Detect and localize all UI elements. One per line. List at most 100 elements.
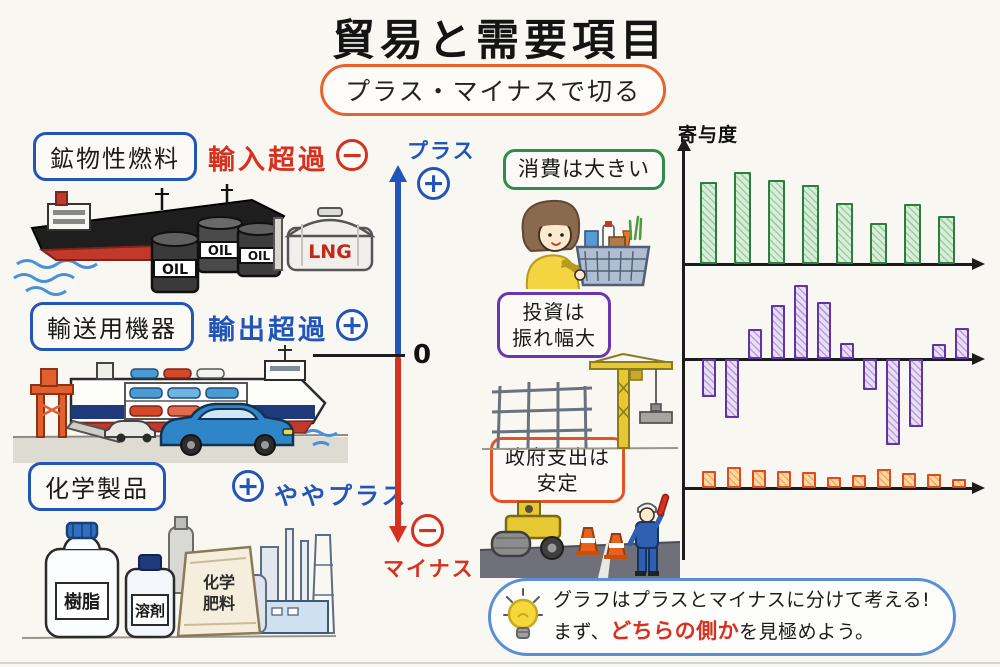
svg-text:溶剤: 溶剤 [135, 602, 165, 620]
small-car-icon [104, 420, 156, 443]
status-import-excess: 輸入超過 [208, 145, 328, 176]
shopping-basket-icon [575, 245, 651, 287]
chart-axis-up-arrow-icon [677, 138, 691, 151]
right-arrow-icon [972, 482, 985, 494]
bubble-investment: 投資は 振れ幅大 [497, 292, 611, 358]
ground-line [0, 662, 1000, 664]
svg-text:LNG: LNG [308, 241, 352, 263]
blue-car-icon [159, 402, 295, 456]
investment-bar [725, 359, 739, 418]
plus-badge-icon: + [336, 309, 368, 341]
zero-tick-line [313, 354, 405, 357]
status-export-excess: 輸出超過 [208, 315, 328, 346]
bubble-investment-line1: 投資は [522, 300, 586, 324]
resin-bottle-icon: 樹脂 [44, 521, 120, 639]
investment-bar [748, 329, 762, 359]
zero-label: 0 [413, 340, 432, 370]
right-arrow-icon [972, 258, 985, 270]
road-surface [480, 542, 680, 578]
consumption-bar [802, 185, 819, 264]
bubble-consumption-text: 消費は大きい [518, 157, 650, 181]
contribution-axis-label: 寄与度 [678, 124, 739, 146]
government-bar [727, 467, 741, 488]
consumption-bar [734, 172, 751, 264]
investment-bar [932, 344, 946, 359]
note-line2-post: を見極めよう。 [739, 621, 875, 644]
construction-illustration [481, 353, 679, 450]
investment-bar [794, 285, 808, 359]
investment-bar [955, 328, 969, 359]
government-bar [777, 471, 791, 488]
government-bar [827, 477, 841, 488]
oil-barrel-icon: OIL [236, 222, 282, 278]
road-roller-icon [490, 501, 564, 560]
label-mineral-fuels: 鉱物性燃料 [33, 132, 197, 181]
up-arrow-icon [389, 165, 407, 182]
svg-text:樹脂: 樹脂 [64, 591, 100, 613]
tower-crane-icon [589, 353, 673, 449]
investment-bar [771, 305, 785, 359]
lightbulb-icon [503, 588, 543, 639]
chart-vertical-axis [682, 148, 685, 560]
investment-bar [840, 343, 854, 359]
down-arrow-icon [389, 526, 407, 543]
investment-bar [909, 359, 923, 427]
right-arrow-icon [972, 353, 985, 365]
status-slightly-plus: ややプラス [274, 482, 409, 510]
government-bar [952, 479, 966, 488]
note-line2: まず、どちらの側かを見極めよう。 [553, 615, 930, 648]
fertilizer-bag-icon: 化学 肥料 [176, 545, 262, 638]
government-bar [902, 473, 916, 488]
note-cloud: グラフはプラスとマイナスに分けて考える! まず、どちらの側かを見極めよう。 [488, 578, 956, 656]
consumption-bar [700, 182, 717, 264]
note-line1: グラフはプラスとマイナスに分けて考える! [553, 589, 931, 611]
investment-bar [863, 359, 877, 390]
lng-tank-icon: LNG [273, 207, 376, 272]
oil-barrel-icon: OIL [196, 216, 244, 274]
svg-text:OIL: OIL [162, 262, 188, 278]
consumption-bar [768, 180, 785, 264]
note-line2-highlight: どちらの側か [610, 619, 740, 644]
consumption-axis [684, 263, 974, 266]
consumption-bar [938, 216, 955, 264]
investment-bar [817, 302, 831, 359]
oil-tanker-illustration: OIL OIL OIL LNG [13, 184, 376, 296]
government-axis [684, 487, 974, 490]
roadwork-illustration [480, 493, 680, 578]
dock-crane-icon [30, 368, 74, 438]
axis-positive-segment [395, 180, 401, 356]
government-bar [802, 472, 816, 488]
consumption-bar [904, 204, 921, 264]
bubble-consumption: 消費は大きい [503, 149, 665, 191]
car-carrier-illustration [13, 345, 348, 463]
minus-badge-icon: − [336, 139, 368, 171]
bubble-government-line2: 安定 [536, 471, 579, 495]
axis-negative-segment [395, 356, 401, 528]
government-bar [852, 475, 866, 488]
subtitle-bubble: プラス・マイナスで切る [320, 64, 667, 116]
axis-minus-badge-icon: − [411, 514, 444, 547]
plus-badge-icon: + [232, 470, 264, 502]
government-bar [702, 471, 716, 488]
solvent-bottle-icon: 溶剤 [124, 554, 176, 639]
government-bar [927, 474, 941, 488]
page-title: 貿易と需要項目 [332, 16, 668, 66]
axis-minus-label: マイナス [383, 557, 475, 581]
traffic-cone-icon [576, 527, 628, 559]
building-frame-icon [491, 381, 593, 449]
oil-barrel-icon: OIL [150, 231, 200, 294]
shopper-illustration [521, 199, 651, 290]
axis-plus-badge-icon: + [417, 167, 450, 200]
svg-text:肥料: 肥料 [203, 594, 235, 613]
label-transport-equipment: 輸送用機器 [30, 302, 194, 351]
traffic-worker-icon [627, 493, 670, 576]
investment-bar [886, 359, 900, 445]
government-bar [752, 470, 766, 488]
government-bar [877, 469, 891, 488]
label-chemical-products: 化学製品 [28, 462, 166, 511]
svg-text:OIL: OIL [248, 249, 271, 263]
axis-plus-label: プラス [407, 139, 476, 163]
svg-text:化学: 化学 [203, 573, 235, 592]
chemical-products-illustration: 樹脂 溶剤 化学 肥料 [21, 516, 337, 639]
yellow-sweater [525, 254, 580, 290]
